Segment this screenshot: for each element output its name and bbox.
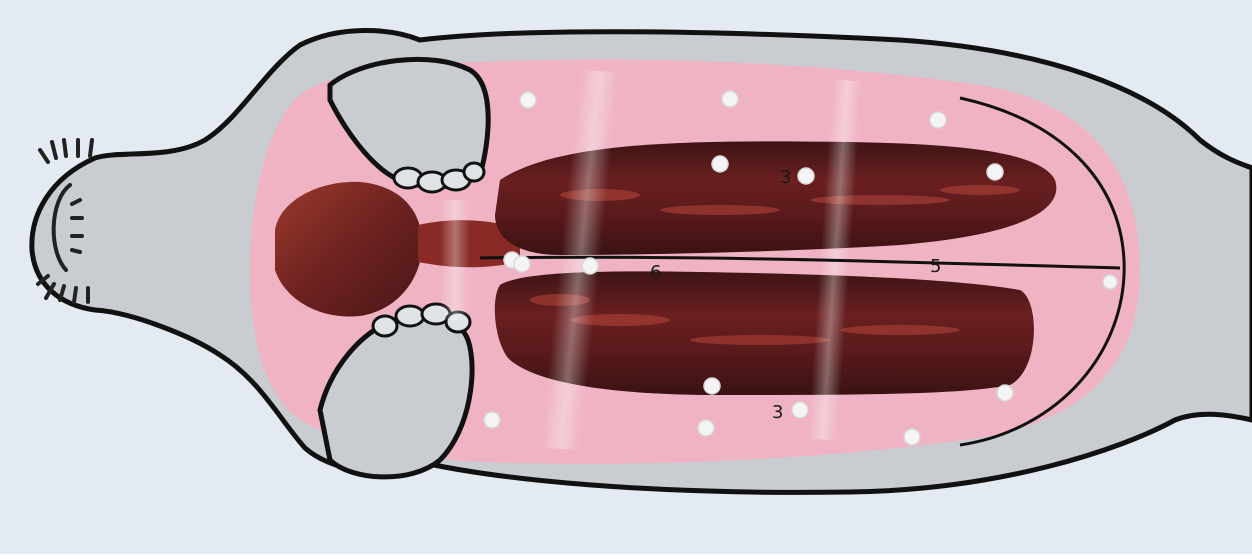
label-5-right: 5 (930, 256, 941, 277)
label-6-center: 6 (650, 262, 661, 283)
label-3-upper: 3 (780, 167, 791, 188)
heart-liver-tissue (275, 182, 422, 317)
label-3-lower: 3 (772, 402, 783, 423)
